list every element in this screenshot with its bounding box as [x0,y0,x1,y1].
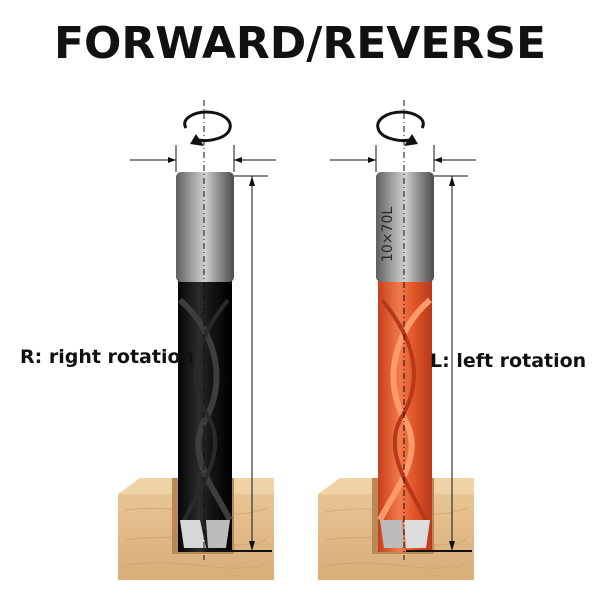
right-length-dimension [406,175,472,552]
right-drill-bit: 10×70L [318,100,476,580]
rotation-left-icon [376,110,425,146]
left-bit-shank [176,172,234,282]
right-bit-shank [376,172,434,282]
page-title: FORWARD/REVERSE [53,18,547,69]
right-diameter-dimension [330,145,476,172]
left-diameter-dimension [130,145,276,172]
shank-marking: 10×70L [380,207,396,262]
left-rotation-label: L: left rotation [430,350,587,372]
left-drill-bit [118,100,276,580]
rotation-right-icon [183,110,232,146]
left-length-dimension [206,175,272,552]
right-rotation-label: R: right rotation [20,346,195,368]
